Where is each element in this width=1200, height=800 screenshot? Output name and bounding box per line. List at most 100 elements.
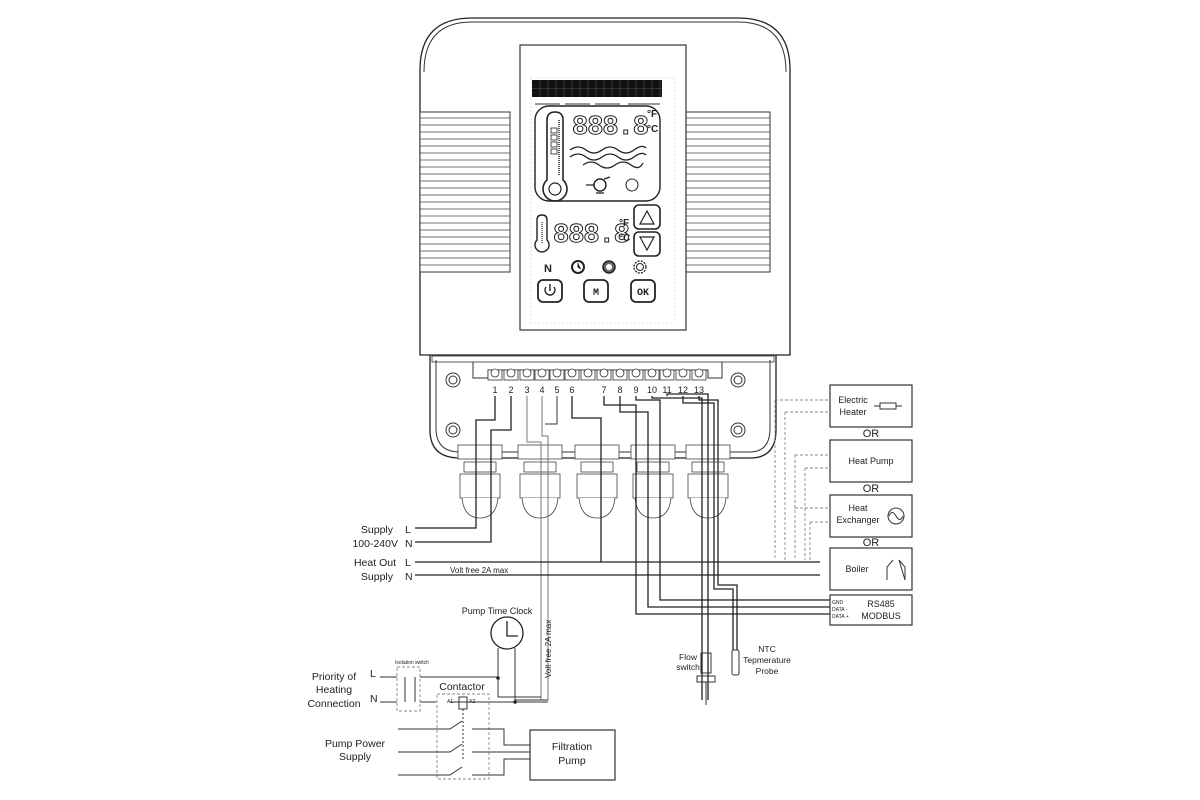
settings-gear-icon — [633, 260, 647, 274]
terminal-number-label: 5 — [554, 385, 559, 395]
pump-time-clock-label: Pump Time Clock — [462, 606, 533, 616]
ntc-probe-label-2: Tepmerature — [743, 655, 791, 665]
defrost-icon — [602, 260, 616, 274]
terminal-screw-icon — [583, 368, 593, 378]
pump-power-label-1: Pump Power — [325, 738, 386, 750]
terminal-screw-icon — [647, 368, 657, 378]
ok-button[interactable]: OK — [630, 279, 656, 303]
contactor-label: Contactor — [439, 681, 485, 693]
flow-switch-icon — [696, 652, 716, 705]
a2-label: A2 — [469, 699, 475, 705]
terminal-number-label: 2 — [508, 385, 513, 395]
volt-free-label-vertical: Volt free 2A max — [544, 620, 553, 678]
controller-housing — [419, 17, 791, 356]
unit-c-label: °C — [647, 124, 658, 135]
right-vent — [679, 111, 771, 273]
electric-heater-box: Electric Heater — [829, 384, 913, 428]
boiler-box: Boiler — [829, 547, 913, 591]
priority-n-label: N — [370, 693, 378, 705]
priority-label-3: Connection — [307, 698, 360, 710]
mount-screw-icon — [730, 422, 746, 438]
heat-out-label-2: Supply — [361, 571, 394, 583]
terminal-screw-icon — [567, 368, 577, 378]
time-clock-icon — [490, 616, 524, 650]
triangle-up-icon — [638, 209, 656, 225]
wires — [415, 393, 830, 700]
water-waves-icon — [569, 145, 647, 169]
or-label-2: OR — [863, 483, 880, 495]
heat-pump-label: Heat Pump — [848, 456, 893, 466]
terminal-number-label: 11 — [662, 385, 671, 395]
modbus-label-1: RS485 — [867, 599, 895, 609]
power-icon — [544, 286, 556, 296]
mount-screw-icon — [730, 372, 746, 388]
pump-power-label-2: Supply — [339, 751, 372, 763]
volt-free-label-horizontal: Volt free 2A max — [450, 566, 508, 575]
triangle-down-icon — [638, 236, 656, 252]
display-panel: 888.8 °F °C 888.8 °F °C — [519, 44, 687, 331]
ntc-probe-label-1: NTC — [758, 644, 775, 654]
thermometer-icon — [542, 111, 568, 202]
heat-out-l-label: L — [405, 557, 411, 569]
heat-exchanger-label-2: Exchanger — [836, 515, 879, 525]
up-button[interactable] — [633, 204, 661, 230]
terminal-screw-icon — [615, 368, 625, 378]
down-button[interactable] — [633, 231, 661, 257]
mount-screw-icon — [445, 422, 461, 438]
ntc-probe-icon — [731, 649, 740, 676]
heat-exchanger-label-1: Heat — [848, 503, 868, 513]
terminal-screw-icon — [506, 368, 516, 378]
mode-indicator: N — [544, 263, 552, 275]
ok-button-label: OK — [637, 288, 649, 299]
heat-out-n-label: N — [405, 571, 413, 583]
mode-button-label: M — [593, 288, 599, 299]
or-label-1: OR — [863, 428, 880, 440]
status-indicator-icon — [625, 178, 639, 192]
data-plus-label: DATA + — [832, 614, 849, 620]
flow-switch-label-2: switch — [676, 662, 700, 672]
supply-label-1: Supply — [361, 524, 394, 536]
clock-icon — [571, 260, 585, 274]
filtration-pump-box: Filtration Pump — [529, 729, 616, 781]
mount-screw-icon — [445, 372, 461, 388]
electric-heater-label-1: Electric — [838, 395, 868, 405]
unit-f-label-secondary: °F — [619, 218, 629, 229]
terminal-screw-icon — [678, 368, 688, 378]
terminal-number-label: 6 — [569, 385, 574, 395]
or-label-3: OR — [863, 537, 880, 549]
supply-label-2: 100-240V — [352, 538, 398, 550]
boiler-icon — [886, 559, 906, 581]
cable-gland — [457, 444, 503, 519]
flow-switch-label-1: Flow — [679, 652, 698, 662]
isolation-switch-label: Isolation switch — [395, 660, 429, 666]
terminal-number-label: 3 — [524, 385, 529, 395]
heat-pump-box: Heat Pump — [829, 439, 913, 483]
filtration-pump-label-2: Pump — [558, 755, 586, 767]
heat-out-label-1: Heat Out — [354, 557, 396, 569]
data-minus-label: DATA - — [832, 607, 848, 613]
supply-n-label: N — [405, 538, 413, 550]
a1-label: A1 — [447, 699, 453, 705]
cable-gland — [574, 444, 620, 519]
boiler-label: Boiler — [845, 564, 868, 574]
terminal-number-label: 12 — [678, 385, 688, 395]
terminal-number-label: 1 — [492, 385, 497, 395]
terminal-screw-icon — [522, 368, 532, 378]
power-button[interactable] — [537, 279, 563, 303]
unit-f-label: °F — [647, 109, 657, 120]
cable-gland — [630, 444, 676, 519]
mode-button[interactable]: M — [583, 279, 609, 303]
sine-wave-icon — [887, 507, 905, 525]
terminal-number-label: 8 — [617, 385, 622, 395]
isolation-switch — [396, 666, 421, 712]
modbus-box: GND DATA - DATA + RS485 MODBUS — [829, 594, 913, 626]
main-temperature-readout: 888.8 — [572, 113, 648, 143]
secondary-temperature-readout: 888.8 — [553, 221, 629, 251]
terminal-screw-icon — [599, 368, 609, 378]
terminal-screw-icon — [694, 368, 704, 378]
left-vent — [419, 111, 511, 273]
contactor-switches — [398, 709, 530, 776]
terminal-screw-icon — [662, 368, 672, 378]
gnd-label: GND — [832, 600, 844, 606]
